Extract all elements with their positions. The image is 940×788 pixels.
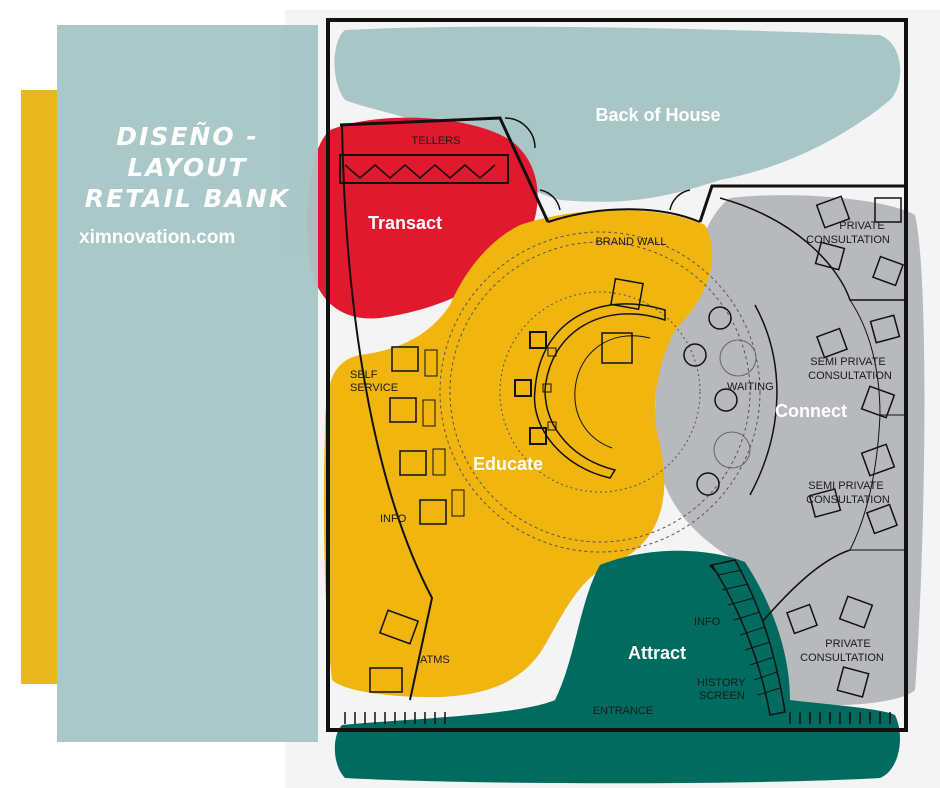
educate-counter: [533, 303, 666, 479]
educate-chair-3: [529, 427, 547, 445]
educate-stool-2: [542, 383, 552, 393]
label-entrance: ENTRANCE: [593, 705, 654, 717]
label-info-right: INFO: [694, 616, 721, 628]
teller-wall: [339, 116, 550, 223]
zone-label-educate: Educate: [473, 454, 543, 474]
educate-desk-1: [601, 332, 633, 364]
door-swing-3: [669, 189, 691, 211]
zone-back-of-house: [334, 26, 901, 202]
outer-wall: [326, 18, 908, 732]
atm-1: [378, 609, 420, 645]
kiosk-1: [391, 346, 419, 372]
circle-inner: [499, 291, 701, 493]
left-curved-wall: [341, 124, 434, 701]
title-line-2: RETAIL BANK: [84, 184, 291, 213]
circle-outer: [439, 231, 761, 553]
label-tellers: TELLERS: [412, 135, 461, 147]
waiting-table-2: [713, 431, 751, 469]
boh-wall-right: [698, 184, 906, 223]
label-semi-private-1-2: CONSULTATION: [808, 370, 892, 382]
label-self-service-2: SERVICE: [350, 382, 398, 394]
zone-label-attract: Attract: [628, 643, 686, 663]
semi-private-room-2-wall: [849, 414, 906, 551]
zone-label-connect: Connect: [775, 401, 847, 421]
label-history-screen-2: SCREEN: [699, 690, 745, 702]
zone-label-back-of-house: Back of House: [595, 105, 720, 125]
history-screen: [710, 559, 786, 716]
atm-2: [369, 667, 403, 693]
entrance-right-doors: [789, 712, 891, 724]
floor-plan: Back of House Transact Educate Connect A…: [285, 10, 940, 788]
label-atms: ATMS: [420, 654, 450, 666]
label-private-consult-top-2: CONSULTATION: [806, 234, 890, 246]
semi-private-room-1-wall: [849, 299, 906, 416]
label-info-left: INFO: [380, 513, 407, 525]
educate-chair-2: [514, 379, 532, 397]
title-panel: DISEÑO - LAYOUT RETAIL BANK ximnovation.…: [57, 25, 318, 742]
door-swing-2: [539, 189, 561, 211]
page-title: DISEÑO - LAYOUT RETAIL BANK: [57, 121, 318, 214]
label-semi-private-2-1: SEMI PRIVATE: [808, 480, 883, 492]
label-semi-private-2-2: CONSULTATION: [806, 494, 890, 506]
accent-bar: [21, 90, 57, 684]
label-brand-wall: BRAND WALL: [595, 236, 666, 248]
educate-counter-inner: [574, 335, 651, 449]
private-room-bottom-wall: [761, 549, 851, 623]
title-line-1: DISEÑO - LAYOUT: [116, 122, 259, 182]
waiting-table-1: [719, 339, 757, 377]
educate-stool-3: [547, 421, 557, 431]
waiting-chair-2: [683, 343, 707, 367]
label-semi-private-1-1: SEMI PRIVATE: [810, 356, 885, 368]
label-private-consult-bottom-1: PRIVATE: [825, 638, 870, 650]
brand-wall: [547, 208, 701, 223]
waiting-chair-3: [714, 388, 738, 412]
kiosk-screen-3: [432, 448, 446, 476]
educate-chair-1: [529, 331, 547, 349]
educate-stool-1: [547, 347, 557, 357]
label-self-service-1: SELF: [350, 369, 378, 381]
teller-stations: [344, 164, 496, 179]
history-screen-slats: [717, 569, 781, 696]
label-private-consult-top-1: PRIVATE: [839, 220, 884, 232]
label-history-screen-1: HISTORY: [697, 677, 746, 689]
private-room-top-wall: [719, 197, 906, 301]
waiting-chair-4: [696, 472, 720, 496]
kiosk-4: [419, 499, 447, 525]
teller-counter: [339, 154, 509, 184]
door-swing-1: [504, 117, 536, 149]
kiosk-screen-2: [422, 399, 436, 427]
zone-label-transact: Transact: [368, 213, 442, 233]
label-private-consult-bottom-2: CONSULTATION: [800, 652, 884, 664]
waiting-bench: [749, 304, 778, 496]
kiosk-3: [399, 450, 427, 476]
kiosk-screen-4: [451, 489, 465, 517]
educate-desk-2: [610, 277, 644, 311]
zone-connect: [654, 195, 925, 706]
website-link[interactable]: ximnovation.com: [79, 227, 236, 248]
label-waiting: WAITING: [727, 381, 774, 393]
kiosk-2: [389, 397, 417, 423]
waiting-chair-1: [708, 306, 732, 330]
entrance-left-doors: [344, 712, 446, 724]
circle-middle: [449, 241, 751, 543]
consultation-furniture: [786, 195, 904, 698]
kiosk-screen-1: [424, 349, 438, 377]
